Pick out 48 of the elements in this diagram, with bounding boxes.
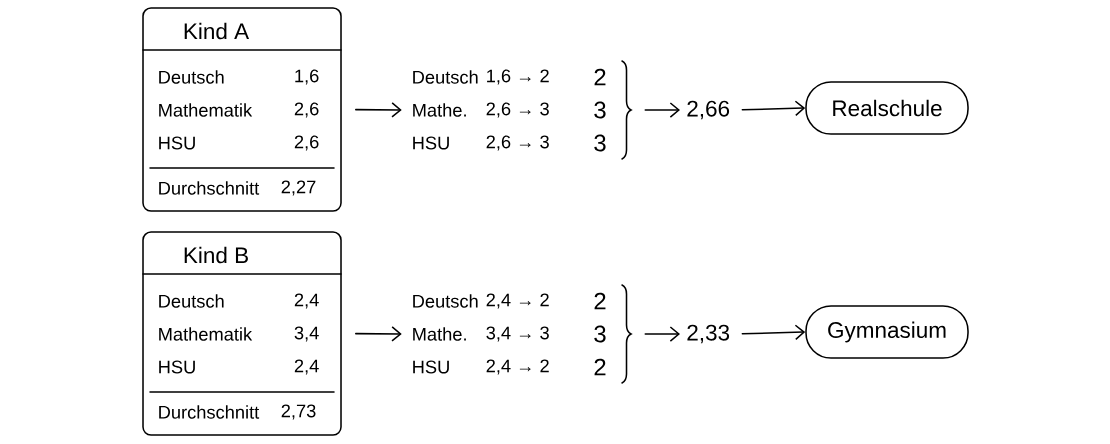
grade-value: 3,4 [294,326,319,342]
grade-card [142,231,342,436]
grade-card [142,7,342,212]
average-label: Durchschnitt [159,181,260,195]
school-pill: Gymnasium [805,305,969,359]
rounding-text: 2,4 → 2 [486,293,549,309]
average-result: 2,66 [687,100,730,120]
grade-value: 2,4 [294,293,319,309]
average-label: Durchschnitt [159,405,260,419]
subject-label: Deutsch [413,70,478,84]
grade-value: 2,6 [294,135,319,151]
rounded-grade: 2 [594,292,606,310]
rounding-text: 2,6 → 3 [486,135,549,151]
grade-value: 2,4 [294,359,319,375]
subject-label: Deutsch [159,70,224,84]
average-value: 2,73 [281,404,316,420]
rounded-grade: 3 [594,325,606,343]
rounded-grade: 3 [594,134,606,152]
subject-label: HSU [413,136,449,150]
rounding-text: 2,6 → 3 [486,102,549,118]
subject-label: Mathe. [413,103,466,117]
arrow [644,326,680,342]
arrow [355,326,402,342]
subject-label: Mathe. [413,327,466,341]
card-title: Kind B [184,246,248,264]
arrow [741,100,806,117]
grade-value: 1,6 [295,69,319,85]
school-pill: Realschule [805,81,969,135]
subject-label: Deutsch [413,294,478,308]
arrow [355,102,402,118]
arrow [741,324,806,341]
rounded-grade: 2 [594,358,606,376]
subject-label: Deutsch [159,294,224,308]
average-result: 2,33 [687,324,730,344]
subject-label: Mathematik [159,103,253,117]
card-title: Kind A [184,22,250,40]
subject-label: Mathematik [159,327,253,341]
rounding-text: 2,4 → 2 [486,359,549,375]
rounding-text: 3,4 → 3 [486,326,549,342]
subject-label: HSU [159,360,195,374]
average-value: 2,27 [281,180,316,196]
subject-label: HSU [413,360,449,374]
rounded-grade: 2 [594,68,606,86]
grade-value: 2,6 [294,102,319,118]
rounding-text: 1,6 → 2 [487,69,549,85]
subject-label: HSU [159,136,195,150]
rounded-grade: 3 [594,101,606,119]
arrow [644,102,680,118]
